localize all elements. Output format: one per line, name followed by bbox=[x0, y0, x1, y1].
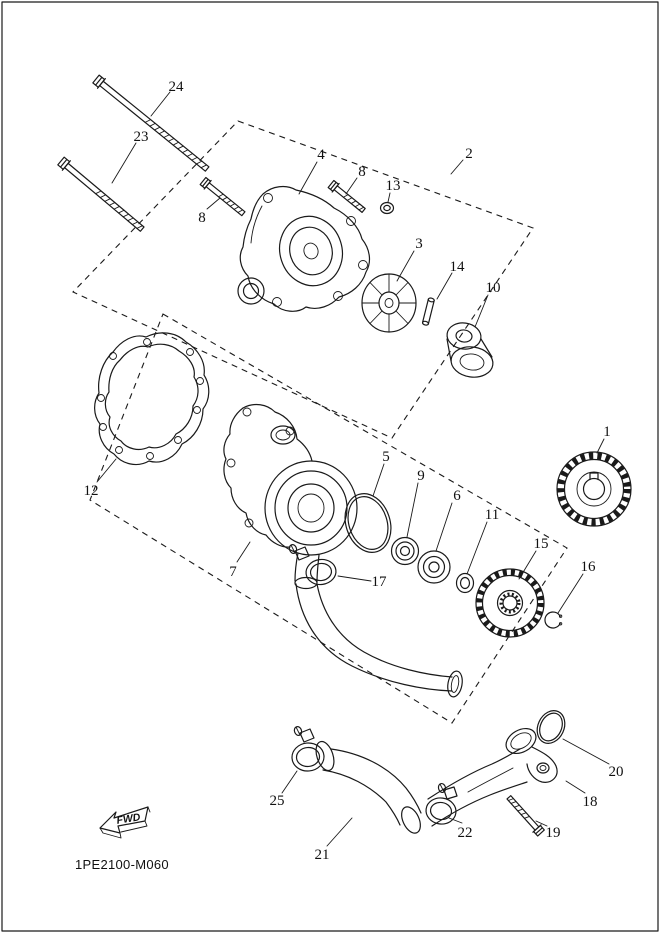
callout-2: 2 bbox=[465, 146, 473, 162]
callout-20: 20 bbox=[609, 764, 624, 780]
subassembly-boundary-upper bbox=[72, 120, 534, 439]
callout-16: 16 bbox=[581, 559, 597, 575]
callout-labels: 24 23 4 8 13 2 8 3 14 10 1 12 5 9 6 11 1… bbox=[84, 79, 624, 863]
hose-clamp-22 bbox=[425, 782, 458, 825]
subassembly-boundary-lower bbox=[89, 313, 568, 724]
callout-8-left: 8 bbox=[198, 210, 206, 226]
hose-clamp-17 bbox=[288, 544, 337, 586]
bolt-8-left bbox=[199, 176, 246, 217]
outlet-hose-upper bbox=[295, 583, 463, 698]
pipe-joint-18 bbox=[427, 727, 558, 827]
callout-3: 3 bbox=[415, 236, 423, 252]
callout-5: 5 bbox=[382, 449, 390, 465]
callout-11: 11 bbox=[485, 507, 499, 523]
callout-10: 10 bbox=[486, 280, 501, 296]
seal-10 bbox=[446, 322, 494, 378]
callout-21: 21 bbox=[315, 847, 330, 863]
fwd-label: FWD bbox=[116, 811, 142, 827]
water-hose-21 bbox=[315, 740, 422, 834]
callout-17: 17 bbox=[372, 574, 388, 590]
bolt-23 bbox=[57, 156, 145, 232]
gear-1 bbox=[556, 451, 632, 527]
pump-housing-7 bbox=[223, 403, 358, 590]
callout-1: 1 bbox=[603, 424, 611, 440]
washer-11 bbox=[455, 572, 475, 594]
callout-8-right: 8 bbox=[358, 164, 366, 180]
washer-13 bbox=[379, 201, 395, 215]
callout-25: 25 bbox=[270, 793, 285, 809]
gasket-12 bbox=[94, 332, 210, 466]
o-ring-20 bbox=[536, 710, 566, 744]
callout-leader-lines bbox=[96, 91, 610, 847]
o-ring-5 bbox=[344, 493, 392, 553]
pump-cover-4 bbox=[237, 185, 371, 312]
callout-24: 24 bbox=[169, 79, 185, 95]
bearing-9 bbox=[390, 536, 420, 566]
callout-18: 18 bbox=[583, 794, 598, 810]
callout-22: 22 bbox=[458, 825, 473, 841]
fwd-arrow-badge: FWD bbox=[99, 806, 151, 839]
callout-15: 15 bbox=[534, 536, 549, 552]
pin-14 bbox=[421, 297, 435, 326]
callout-13: 13 bbox=[386, 178, 401, 194]
bearing-6 bbox=[417, 550, 451, 584]
callout-12: 12 bbox=[84, 483, 99, 499]
bolt-24 bbox=[92, 74, 210, 172]
gear-15 bbox=[475, 568, 545, 638]
callout-19: 19 bbox=[546, 825, 561, 841]
callout-6: 6 bbox=[453, 488, 461, 504]
diagram-code: 1PE2100-M060 bbox=[75, 857, 169, 872]
callout-23: 23 bbox=[134, 129, 149, 145]
callout-7: 7 bbox=[229, 564, 237, 580]
bolt-19 bbox=[506, 795, 545, 837]
callout-9: 9 bbox=[417, 468, 425, 484]
hose-clamp-25 bbox=[291, 726, 325, 772]
circlip-16 bbox=[544, 611, 563, 629]
callout-4: 4 bbox=[317, 147, 325, 163]
bolt-8-right bbox=[327, 179, 366, 213]
callout-14: 14 bbox=[450, 259, 466, 275]
impeller-3 bbox=[361, 273, 417, 333]
